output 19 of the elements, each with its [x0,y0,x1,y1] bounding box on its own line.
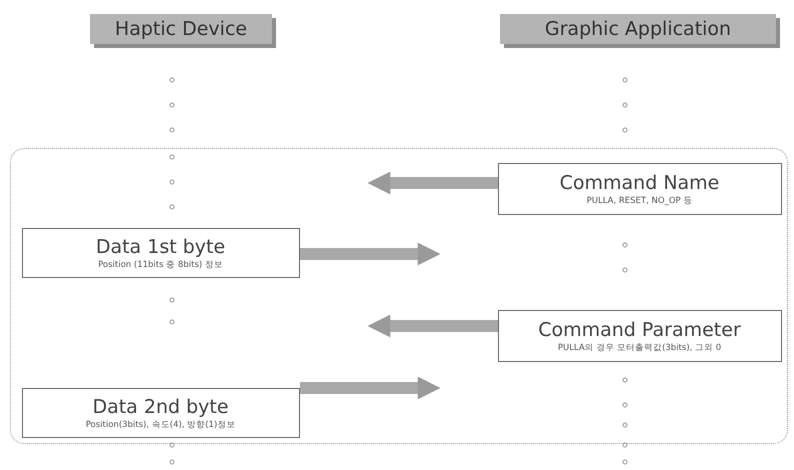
message-title: Data 1st byte [96,234,226,258]
message-box [498,310,782,362]
message-arrow [367,172,498,194]
message-box [22,228,300,278]
message-detail: Position (11bits 중 8bits) 정보 [98,258,223,270]
message-arrow [300,242,441,266]
message-arrow [300,376,441,400]
message-arrow [367,314,498,338]
lane-header: Haptic Device [90,14,272,44]
message-title: Command Parameter [538,318,741,342]
message-detail: PULLA의 경우 모터출력값(3bits), 그외 0 [558,342,722,354]
message-detail: Position(3bits), 속도(4), 방향(1)정보 [86,418,236,430]
message-title: Command Name [560,170,720,194]
dotted-group-frame [10,148,788,444]
message-detail: PULLA, RESET, NO_OP 등 [586,194,692,206]
message-box [22,388,300,438]
message-title: Data 2nd byte [92,394,229,418]
message-box [498,162,782,214]
lane-header: Graphic Application [500,14,776,44]
